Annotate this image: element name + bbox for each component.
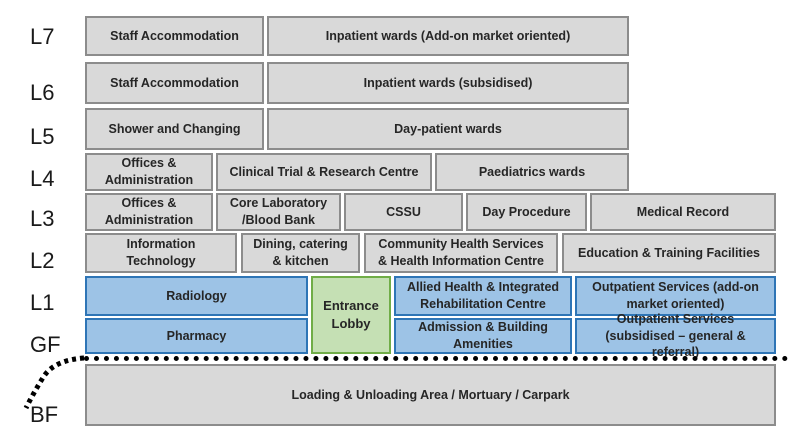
box-label-line1: Dining, catering [253, 237, 348, 252]
box-label-line2: Rehabilitation Centre [420, 297, 546, 311]
level-label-l3: L3 [30, 206, 55, 231]
box-label-line2: & Health Information Centre [378, 254, 544, 268]
offices-administration-l4: Offices & Administration [85, 153, 213, 191]
admission-building-amenities: Admission & Building Amenities [394, 318, 572, 354]
inpatient-wards-subsidised: Inpatient wards (subsidised) [267, 62, 629, 104]
box-label: Staff Accommodation [110, 28, 239, 43]
day-patient-wards: Day-patient wards [267, 108, 629, 150]
staff-accommodation-l7: Staff Accommodation [85, 16, 264, 56]
ground-line [84, 356, 788, 361]
level-label-gf: GF [30, 332, 61, 357]
box-label-line1: Community Health Services [378, 237, 544, 252]
box-label: CSSU [386, 204, 421, 219]
box-label-line1: Outpatient Services [616, 311, 735, 326]
box-label-line2: market oriented) [626, 297, 725, 311]
loading-unloading-mortuary-carpark: Loading & Unloading Area / Mortuary / Ca… [85, 364, 776, 426]
paediatrics-wards: Paediatrics wards [435, 153, 629, 191]
pharmacy: Pharmacy [85, 318, 308, 354]
core-laboratory-blood-bank: Core Laboratory /Blood Bank [216, 193, 341, 231]
box-label-line2: Lobby [331, 316, 371, 331]
entrance-lobby: Entrance Lobby [311, 276, 391, 354]
box-label-line2: Amenities [453, 337, 513, 351]
level-label-l5: L5 [30, 124, 55, 149]
cssu: CSSU [344, 193, 463, 231]
box-label-line1: Admission & Building [418, 320, 548, 335]
community-health-services: Community Health Services & Health Infor… [364, 233, 558, 273]
box-label-line2: (subsidised – general & referral) [605, 328, 746, 360]
day-procedure: Day Procedure [466, 193, 587, 231]
box-label-line2: /Blood Bank [242, 213, 315, 227]
information-technology: Information Technology [85, 233, 237, 273]
staff-accommodation-l6: Staff Accommodation [85, 62, 264, 104]
box-label: Day Procedure [482, 204, 571, 219]
box-label-line2: Technology [126, 254, 196, 268]
level-label-l7: L7 [30, 24, 55, 49]
box-label: Medical Record [636, 204, 730, 219]
outpatient-services-subsidised: Outpatient Services (subsidised – genera… [575, 312, 776, 359]
box-label-line2: Administration [104, 173, 194, 187]
dining-catering-kitchen: Dining, catering & kitchen [241, 233, 360, 273]
inpatient-wards-addon: Inpatient wards (Add-on market oriented) [267, 16, 629, 56]
clinical-trial-research-centre: Clinical Trial & Research Centre [216, 153, 432, 191]
box-label-line1: Entrance [323, 298, 379, 314]
medical-record: Medical Record [590, 193, 776, 231]
education-training-facilities: Education & Training Facilities [562, 233, 776, 273]
level-label-bf: BF [30, 402, 59, 427]
level-label-l1: L1 [30, 290, 55, 315]
box-label: Staff Accommodation [110, 75, 239, 90]
shower-and-changing: Shower and Changing [85, 108, 264, 150]
box-label-line2: & kitchen [272, 254, 329, 268]
box-label-line1: Offices & [121, 196, 177, 211]
box-label: Clinical Trial & Research Centre [229, 164, 419, 179]
radiology: Radiology [85, 276, 308, 316]
allied-health-rehabilitation-centre: Allied Health & Integrated Rehabilitatio… [394, 276, 572, 316]
box-label-line1: Information [126, 237, 196, 252]
box-label: Paediatrics wards [478, 164, 586, 179]
box-label-line2: Administration [104, 213, 194, 227]
box-label: Shower and Changing [108, 121, 241, 136]
level-label-l6: L6 [30, 80, 55, 105]
offices-administration-l3: Offices & Administration [85, 193, 213, 231]
level-label-l4: L4 [30, 166, 55, 191]
outpatient-services-addon: Outpatient Services (add-on market orien… [575, 276, 776, 316]
box-label: Loading & Unloading Area / Mortuary / Ca… [291, 387, 570, 402]
box-label: Inpatient wards (subsidised) [363, 75, 533, 90]
box-label: Pharmacy [166, 328, 227, 343]
box-label-line1: Allied Health & Integrated [406, 280, 560, 295]
box-label-line1: Outpatient Services (add-on [592, 280, 759, 295]
box-label-line1: Offices & [121, 156, 177, 171]
box-label: Education & Training Facilities [578, 245, 760, 260]
box-label: Inpatient wards (Add-on market oriented) [325, 28, 571, 43]
level-label-l2: L2 [30, 248, 55, 273]
box-label: Day-patient wards [394, 121, 502, 136]
box-label-line1: Core Laboratory [229, 196, 328, 211]
box-label: Radiology [166, 288, 227, 303]
